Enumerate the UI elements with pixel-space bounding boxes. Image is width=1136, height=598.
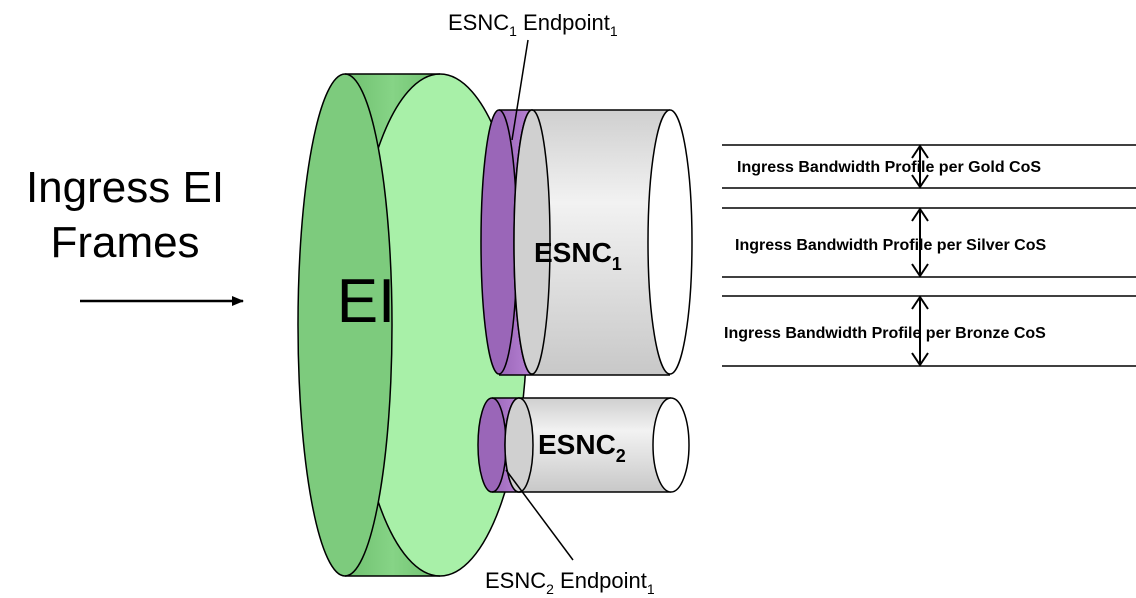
esnc1-cylinder: ESNC1: [480, 109, 693, 376]
profile-bronze-label: Ingress Bandwidth Profile per Bronze CoS: [724, 325, 1046, 342]
esnc2-cylinder: ESNC2: [477, 397, 690, 493]
profile-gold-label: Ingress Bandwidth Profile per Gold CoS: [737, 159, 1041, 176]
ei-label: EI: [337, 267, 396, 336]
callout-bottom-leader: [505, 469, 574, 561]
ingress-label-line1: Ingress EI: [26, 163, 224, 212]
esnc2-label: ESNC2: [538, 429, 626, 466]
profile-silver-label: Ingress Bandwidth Profile per Silver CoS: [735, 237, 1047, 254]
callout-esnc1-endpoint1: ESNC1 Endpoint1: [448, 10, 618, 39]
callout-top-leader: [511, 39, 529, 141]
callout-esnc2-endpoint1: ESNC2 Endpoint1: [485, 568, 655, 597]
ingress-label-line2: Frames: [50, 218, 199, 267]
esnc1-label: ESNC1: [534, 237, 622, 274]
bandwidth-profiles: Ingress Bandwidth Profile per Gold CoS I…: [722, 144, 1136, 367]
